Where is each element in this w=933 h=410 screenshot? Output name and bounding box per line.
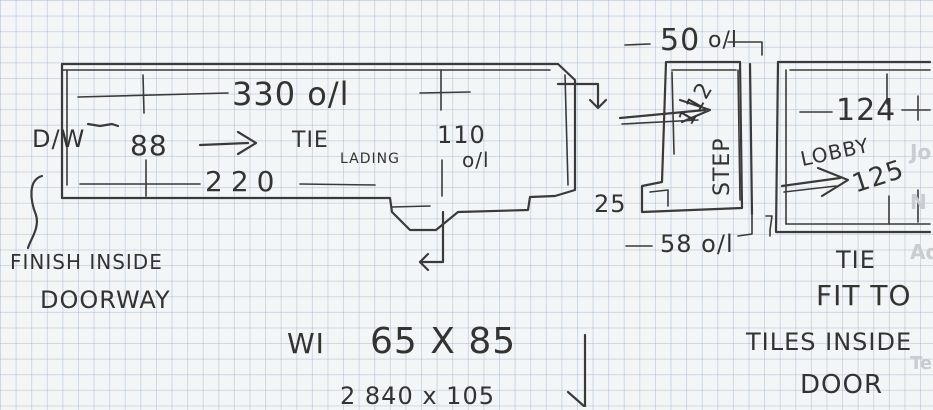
label-landing: LADING xyxy=(340,151,400,167)
label-tie-2: TIE xyxy=(836,246,876,274)
label-25: 25 xyxy=(594,190,627,218)
step-notch xyxy=(649,189,669,207)
label-220: 220 xyxy=(205,165,283,198)
dim-330-line-right xyxy=(419,91,471,94)
arrow-down-head xyxy=(418,252,430,272)
bg-fragment-n: N xyxy=(910,190,927,214)
lobby-arrow-head xyxy=(816,166,850,198)
bg-fragment-jo: Jo xyxy=(910,140,932,164)
bg-fragment-ad: Ad xyxy=(910,240,933,264)
arrow-88 xyxy=(198,141,250,147)
step-arrow xyxy=(618,108,707,120)
step-arrow-2 xyxy=(621,119,699,125)
finish-note-line-1: FINISH INSIDE xyxy=(10,250,163,274)
bg-fragment-te: Te xyxy=(910,353,933,374)
label-door: DOOR xyxy=(800,370,884,400)
landing-outline xyxy=(60,62,577,232)
label-110: 110 xyxy=(437,121,486,149)
label-step: STEP xyxy=(710,137,735,196)
lobby-left xyxy=(774,60,932,234)
bottom-58-line-r xyxy=(737,213,753,237)
tick-left xyxy=(142,74,145,114)
lobby-arrow xyxy=(780,176,842,188)
arrow-88-head xyxy=(236,130,258,156)
label-fit-to: FIT TO xyxy=(816,279,912,312)
finish-note-line-2: DOORWAY xyxy=(40,286,171,314)
top-50-line-r xyxy=(727,41,763,56)
finish-brace xyxy=(26,174,44,250)
label-58-ol: 58 o/l xyxy=(660,230,734,258)
dw-arrow xyxy=(86,122,120,128)
dim-330-line xyxy=(77,92,229,98)
arrow-down-bottom-head xyxy=(566,390,587,407)
label-50: 50 xyxy=(660,23,701,58)
label-50-ol: o/l xyxy=(708,28,738,53)
outline-double-right xyxy=(564,74,569,186)
alcove-inner xyxy=(391,205,431,208)
label-110-ol: o/l xyxy=(462,148,490,172)
arrow-right-1-head xyxy=(588,98,608,110)
dim-220-line-right xyxy=(299,183,376,186)
step-tick xyxy=(765,215,773,237)
arrow-right-1 xyxy=(556,82,600,108)
step-inner-right xyxy=(737,69,741,201)
step-side-right xyxy=(748,62,754,216)
label-wi-size: 65 X 85 xyxy=(370,321,517,362)
step-arrow-head xyxy=(678,98,712,124)
step-outline xyxy=(640,60,744,214)
label-dw: D/W xyxy=(32,125,86,153)
label-124: 124 xyxy=(836,93,897,128)
top-50-line xyxy=(624,43,651,46)
arrow-down xyxy=(418,210,445,264)
label-330-ol: 330 o/l xyxy=(232,75,350,113)
label-88: 88 xyxy=(130,129,168,162)
lobby-arrow-2 xyxy=(783,185,837,193)
label-tie-1: TIE xyxy=(292,128,329,153)
label-bottom-cut: 2 840 x 105 xyxy=(340,382,495,410)
label-wi: WI xyxy=(287,327,325,360)
label-tiles-inside: TILES INSIDE xyxy=(746,328,913,356)
